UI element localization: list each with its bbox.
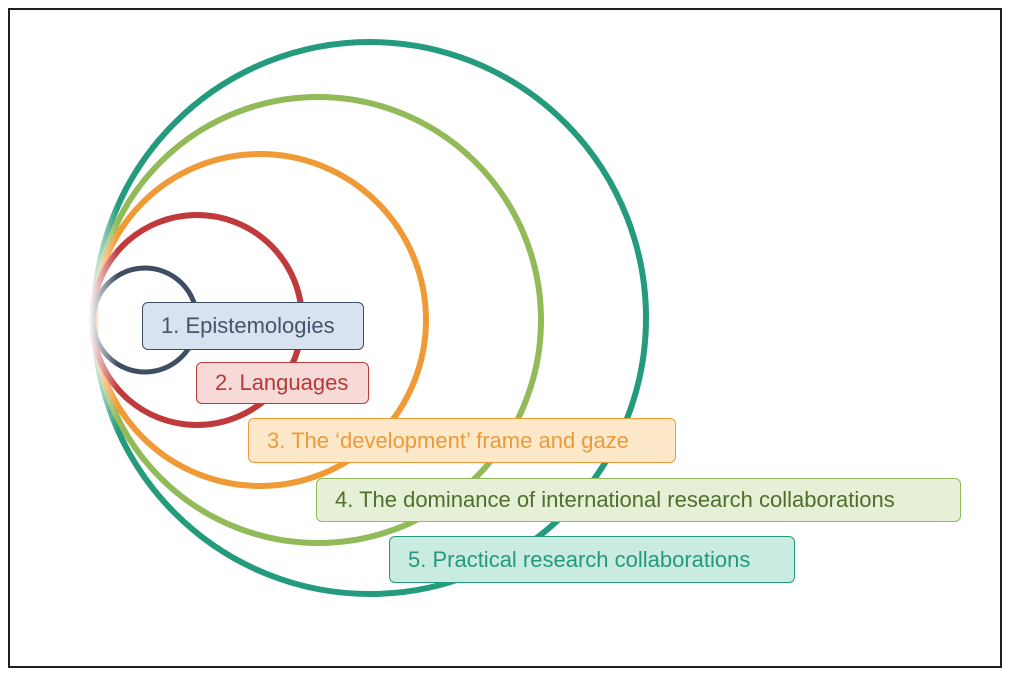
label-languages: 2. Languages	[196, 362, 369, 404]
label-epistemologies: 1. Epistemologies	[142, 302, 364, 350]
label-international-collaborations: 4. The dominance of international resear…	[316, 478, 961, 522]
left-fade	[88, 40, 118, 600]
label-development-frame: 3. The ‘development’ frame and gaze	[248, 418, 676, 463]
label-practical-collaborations: 5. Practical research collaborations	[389, 536, 795, 583]
